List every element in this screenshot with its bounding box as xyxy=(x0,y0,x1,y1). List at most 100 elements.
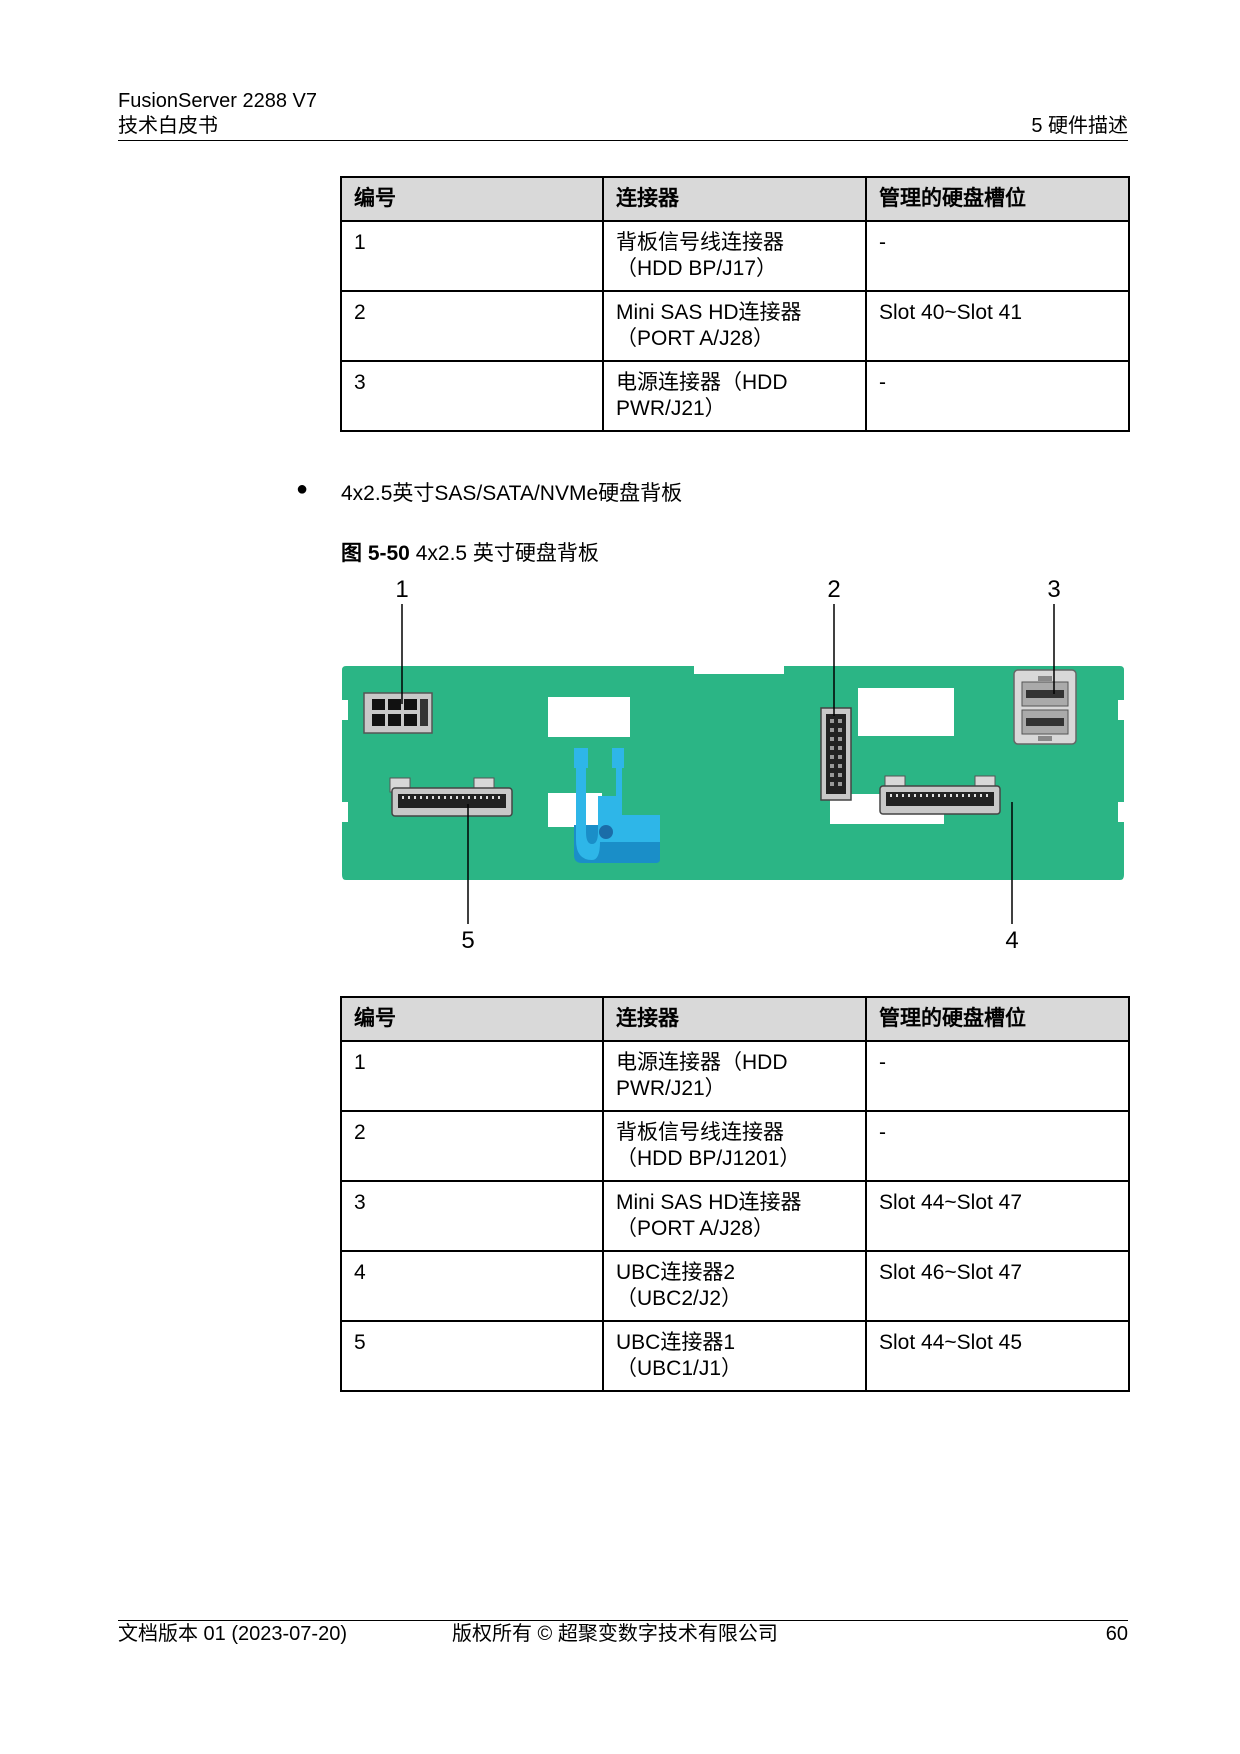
cell-connector: 电源连接器（HDD PWR/J21） xyxy=(602,360,867,432)
connector-pin xyxy=(986,794,988,797)
connector-pin xyxy=(962,794,964,797)
connector-pin xyxy=(956,794,958,797)
connector-pin xyxy=(938,794,940,797)
connector-pin xyxy=(914,794,916,797)
callout-label-5: 5 xyxy=(461,927,474,954)
cell-connector: 电源连接器（HDD PWR/J21） xyxy=(602,1040,867,1112)
cell-number: 1 xyxy=(340,1040,604,1112)
connector-pin xyxy=(830,755,834,759)
connector-pin xyxy=(926,794,928,797)
connector-pin xyxy=(890,794,892,797)
connector-pin xyxy=(830,773,834,777)
connector-pin xyxy=(908,794,910,797)
cell-number: 3 xyxy=(340,360,604,432)
connector-pin xyxy=(492,796,494,799)
header-product: FusionServer 2288 V7 xyxy=(118,90,318,112)
cell-connector: 背板信号线连接器 （HDD BP/J1201） xyxy=(602,1110,867,1182)
col-header-connector: 连接器 xyxy=(602,176,867,222)
footer-version: 文档版本 01 (2023-07-20) xyxy=(118,1623,347,1645)
footer-copyright: 版权所有 © 超聚变数字技术有限公司 xyxy=(452,1623,778,1645)
connector-pin xyxy=(468,796,470,799)
board-cutout xyxy=(548,697,630,737)
connector-pin xyxy=(830,782,834,786)
cell-slots: Slot 40~Slot 41 xyxy=(865,290,1130,362)
pcb-board xyxy=(342,666,1124,880)
table-header-row: 编号 连接器 管理的硬盘槽位 xyxy=(340,176,1130,222)
connector-pin xyxy=(426,796,428,799)
callout-label-2: 2 xyxy=(827,576,840,603)
cell-number: 1 xyxy=(340,220,604,292)
cell-connector: UBC连接器2 （UBC2/J2） xyxy=(602,1250,867,1322)
connector-pin xyxy=(944,794,946,797)
cell-connector: 背板信号线连接器 （HDD BP/J17） xyxy=(602,220,867,292)
cell-number: 3 xyxy=(340,1180,604,1252)
cell-slots: - xyxy=(865,1040,1130,1112)
cell-connector: Mini SAS HD连接器 （PORT A/J28） xyxy=(602,290,867,362)
connector-pin xyxy=(830,764,834,768)
col-header-number: 编号 xyxy=(340,996,604,1042)
connector-pin xyxy=(838,773,842,777)
connector-pin xyxy=(896,794,898,797)
connector-pin xyxy=(932,794,934,797)
cell-connector: Mini SAS HD连接器 （PORT A/J28） xyxy=(602,1180,867,1252)
cell-number: 2 xyxy=(340,1110,604,1182)
figure-title: 4x2.5 英寸硬盘背板 xyxy=(415,542,599,565)
col-header-number: 编号 xyxy=(340,176,604,222)
col-header-slots: 管理的硬盘槽位 xyxy=(865,996,1130,1042)
col-header-slots: 管理的硬盘槽位 xyxy=(865,176,1130,222)
footer-divider xyxy=(118,1620,1128,1621)
connector-pin xyxy=(450,796,452,799)
connector-pin xyxy=(830,746,834,750)
connector-pin xyxy=(838,737,842,741)
retention-clip xyxy=(574,748,660,863)
signal-connector xyxy=(820,707,852,801)
connector-pin xyxy=(456,796,458,799)
backplane-diagram: 1 2 3 4 5 xyxy=(342,576,1124,954)
cell-number: 5 xyxy=(340,1320,604,1392)
header-divider xyxy=(118,140,1128,141)
header-chapter: 5 硬件描述 xyxy=(1031,115,1128,137)
cell-connector: UBC连接器1 （UBC1/J1） xyxy=(602,1320,867,1392)
connector-pin xyxy=(838,719,842,723)
connector-pin xyxy=(902,794,904,797)
board-cutout xyxy=(858,688,954,736)
connector-pin xyxy=(838,728,842,732)
connector-pin xyxy=(830,728,834,732)
mini-sas-hd-connector xyxy=(1013,669,1077,745)
connector-pin xyxy=(402,796,404,799)
cell-number: 2 xyxy=(340,290,604,362)
connector-pin xyxy=(968,794,970,797)
connector-pin xyxy=(830,719,834,723)
connector-pin xyxy=(474,796,476,799)
connector-pin xyxy=(830,737,834,741)
connector-pin xyxy=(838,746,842,750)
cell-slots: - xyxy=(865,360,1130,432)
callout-label-3: 3 xyxy=(1047,576,1060,603)
connector-pin xyxy=(838,782,842,786)
table-header-row: 编号 连接器 管理的硬盘槽位 xyxy=(340,996,1130,1042)
connector-pin xyxy=(444,796,446,799)
board-cutout xyxy=(548,793,602,827)
connector-pin xyxy=(408,796,410,799)
ubc-connector-1 xyxy=(389,777,513,817)
figure-caption: 图 5-50 4x2.5 英寸硬盘背板 xyxy=(341,537,599,567)
connector-pin xyxy=(980,794,982,797)
connector-pin xyxy=(838,764,842,768)
connector-pin xyxy=(420,796,422,799)
connector-pin xyxy=(838,755,842,759)
bullet-text: 4x2.5英寸SAS/SATA/NVMe硬盘背板 xyxy=(341,482,683,505)
connector-pin xyxy=(974,794,976,797)
power-connector xyxy=(363,692,433,734)
callout-label-4: 4 xyxy=(1005,927,1018,954)
connector-pin xyxy=(486,796,488,799)
header-doc-title: 技术白皮书 xyxy=(118,115,218,137)
figure-number: 图 5-50 xyxy=(341,542,410,565)
